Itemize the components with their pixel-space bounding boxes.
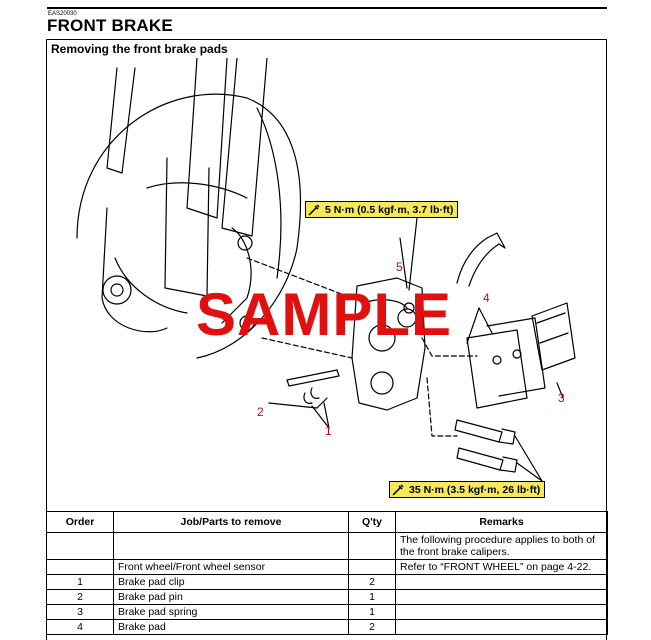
header-order: Order — [46, 511, 114, 533]
cell-job: Brake pad — [113, 619, 349, 635]
table-row: Front wheel/Front wheel sensor Refer to … — [46, 559, 608, 575]
table-row: The following procedure applies to both … — [46, 532, 608, 560]
cell-qty: 1 — [348, 589, 396, 605]
cell-job — [113, 532, 349, 560]
cell-order: 2 — [46, 589, 114, 605]
torque-wrench-icon — [392, 484, 404, 496]
cell-remarks: The following procedure applies to both … — [395, 532, 608, 560]
cell-job: Front wheel/Front wheel sensor — [113, 559, 349, 575]
cell-qty — [348, 532, 396, 560]
cell-qty — [348, 559, 396, 575]
cell-remarks: Refer to “FRONT WHEEL” on page 4-22. — [395, 559, 608, 575]
callout-2: 2 — [257, 405, 264, 419]
cell-job: Brake pad pin — [113, 589, 349, 605]
sample-watermark: SAMPLE — [196, 281, 453, 348]
cell-order: 1 — [46, 574, 114, 590]
callout-4: 4 — [483, 291, 490, 305]
brake-exploded-diagram — [76, 58, 576, 482]
content-frame — [46, 39, 607, 640]
cell-job: Brake pad clip — [113, 574, 349, 590]
cell-qty: 2 — [348, 574, 396, 590]
parts-table: Order Job/Parts to remove Q'ty Remarks T… — [46, 511, 608, 635]
header-rule — [47, 7, 607, 9]
table-header-row: Order Job/Parts to remove Q'ty Remarks — [46, 511, 608, 533]
table-row: 1 Brake pad clip 2 — [46, 574, 608, 590]
cell-remarks — [395, 574, 608, 590]
torque-value-lower: 35 N·m (3.5 kgf·m, 26 lb·ft) — [409, 484, 541, 496]
cell-remarks — [395, 619, 608, 635]
table-row: 3 Brake pad spring 1 — [46, 604, 608, 620]
cell-qty: 1 — [348, 604, 396, 620]
page-title: FRONT BRAKE — [47, 16, 173, 35]
cell-order — [46, 532, 114, 560]
cell-remarks — [395, 589, 608, 605]
callout-3: 3 — [558, 391, 565, 405]
torque-wrench-icon — [308, 204, 320, 216]
cell-order: 4 — [46, 619, 114, 635]
torque-label-upper: 5 N·m (0.5 kgf·m, 3.7 lb·ft) — [305, 201, 459, 218]
cell-remarks — [395, 604, 608, 620]
cell-job: Brake pad spring — [113, 604, 349, 620]
table-row: 2 Brake pad pin 1 — [46, 589, 608, 605]
callout-5: 5 — [396, 260, 403, 274]
torque-label-lower: 35 N·m (3.5 kgf·m, 26 lb·ft) — [389, 481, 546, 498]
cell-qty: 2 — [348, 619, 396, 635]
cell-order — [46, 559, 114, 575]
callout-1: 1 — [325, 424, 332, 438]
section-code: EAS20030 — [48, 11, 77, 17]
table-row: 4 Brake pad 2 — [46, 619, 608, 635]
torque-value-upper: 5 N·m (0.5 kgf·m, 3.7 lb·ft) — [325, 204, 454, 216]
header-remarks: Remarks — [395, 511, 608, 533]
section-title: Removing the front brake pads — [51, 42, 228, 56]
cell-order: 3 — [46, 604, 114, 620]
header-qty: Q'ty — [348, 511, 396, 533]
header-job: Job/Parts to remove — [113, 511, 349, 533]
